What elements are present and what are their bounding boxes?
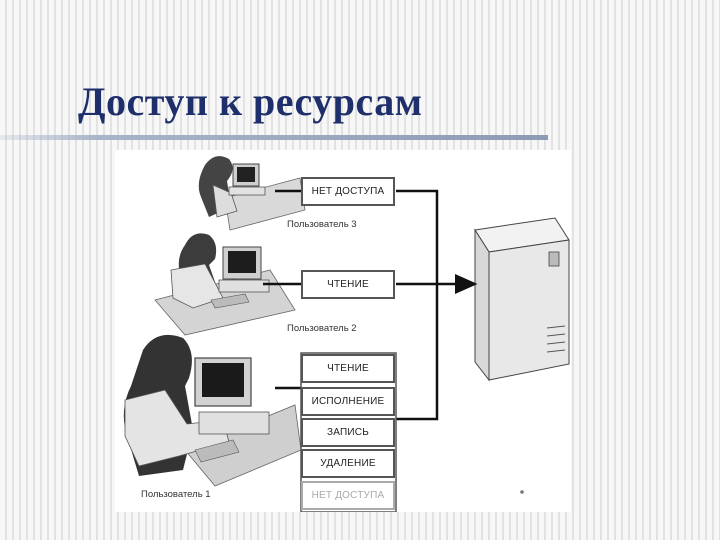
permission-box-execute: ИСПОЛНЕНИЕ (301, 387, 395, 416)
permission-box-read: ЧТЕНИЕ (301, 270, 395, 299)
access-diagram: НЕТ ДОСТУПА ЧТЕНИЕ ЧТЕНИЕ ИСПОЛНЕНИЕ ЗАП… (115, 150, 571, 512)
stray-dot (520, 490, 524, 494)
slide-title: Доступ к ресурсам (78, 79, 423, 124)
workstation-user-2 (154, 233, 296, 336)
connection-lines (263, 189, 478, 421)
permission-box-delete: УДАЛЕНИЕ (301, 449, 395, 478)
diagram-graphics (123, 156, 570, 512)
permission-box-read: ЧТЕНИЕ (301, 354, 395, 383)
user-label-2: Пользователь 2 (287, 323, 357, 334)
user-label-3: Пользователь 3 (287, 219, 357, 230)
title-underline (0, 135, 548, 140)
server-icon (474, 217, 570, 382)
user-label-1: Пользователь 1 (141, 489, 211, 500)
permission-box-no-access-faded: НЕТ ДОСТУПА (301, 481, 395, 510)
permission-box-no-access: НЕТ ДОСТУПА (301, 177, 395, 206)
permission-box-write: ЗАПИСЬ (301, 418, 395, 447)
workstation-user-1 (123, 334, 302, 487)
